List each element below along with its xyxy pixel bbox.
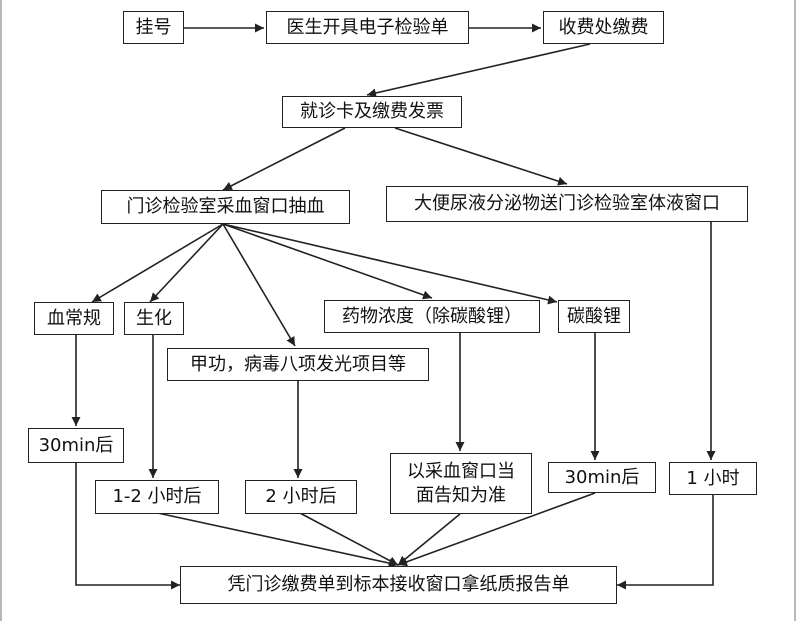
arrow-blood-draw-to-routine — [91, 223, 224, 303]
node-register: 挂号 — [123, 11, 184, 44]
node-biochem: 生化 — [124, 302, 184, 335]
arrow-drug-conc-time-to-report — [397, 513, 461, 566]
arrow-biochem-time-to-report — [152, 511, 399, 568]
node-blood-routine: 血常规 — [34, 302, 114, 335]
node-thyroid: 甲功，病毒八项发光项目等 — [167, 348, 429, 381]
arrow-receipt-to-blood-draw — [222, 127, 346, 191]
node-time-lithium: 30min后 — [548, 462, 656, 493]
node-body-fluid: 大便尿液分泌物送门诊检验室体液窗口 — [386, 186, 748, 222]
arrow-blood-draw-to-biochem — [149, 223, 224, 303]
node-time-blood-routine: 30min后 — [28, 428, 124, 463]
right-frame-edge — [794, 0, 796, 621]
arrow-receipt-to-body-fluid — [394, 127, 568, 186]
arrow-routine-time-to-report — [75, 463, 180, 590]
node-time-drug-conc: 以采血窗口当面告知为准 — [390, 453, 532, 514]
node-time-body-fluid: 1 小时 — [669, 462, 757, 495]
arrow-thyroid-time-to-report — [297, 511, 399, 566]
node-cashier: 收费处缴费 — [543, 11, 664, 44]
arrow-body-fluid-time-to-report — [617, 495, 714, 590]
arrow-blood-draw-to-lithium — [222, 223, 558, 305]
node-drug-conc: 药物浓度（除碳酸锂） — [324, 300, 540, 333]
node-blood-draw: 门诊检验室采血窗口抽血 — [101, 190, 350, 224]
arrow-blood-draw-to-drug-conc — [222, 223, 433, 300]
node-doctor-order: 医生开具电子检验单 — [266, 11, 469, 44]
node-lithium: 碳酸锂 — [558, 300, 630, 333]
node-time-biochem: 1-2 小时后 — [95, 480, 219, 514]
arrow-blood-draw-to-thyroid — [222, 223, 296, 347]
node-card-receipt: 就诊卡及缴费发票 — [282, 96, 462, 128]
node-report: 凭门诊缴费单到标本接收窗口拿纸质报告单 — [180, 566, 617, 604]
left-frame-edge — [0, 0, 2, 621]
arrow-lithium-time-to-report — [397, 492, 596, 567]
arrow-cashier-to-receipt — [366, 43, 591, 98]
node-time-thyroid: 2 小时后 — [245, 480, 357, 514]
